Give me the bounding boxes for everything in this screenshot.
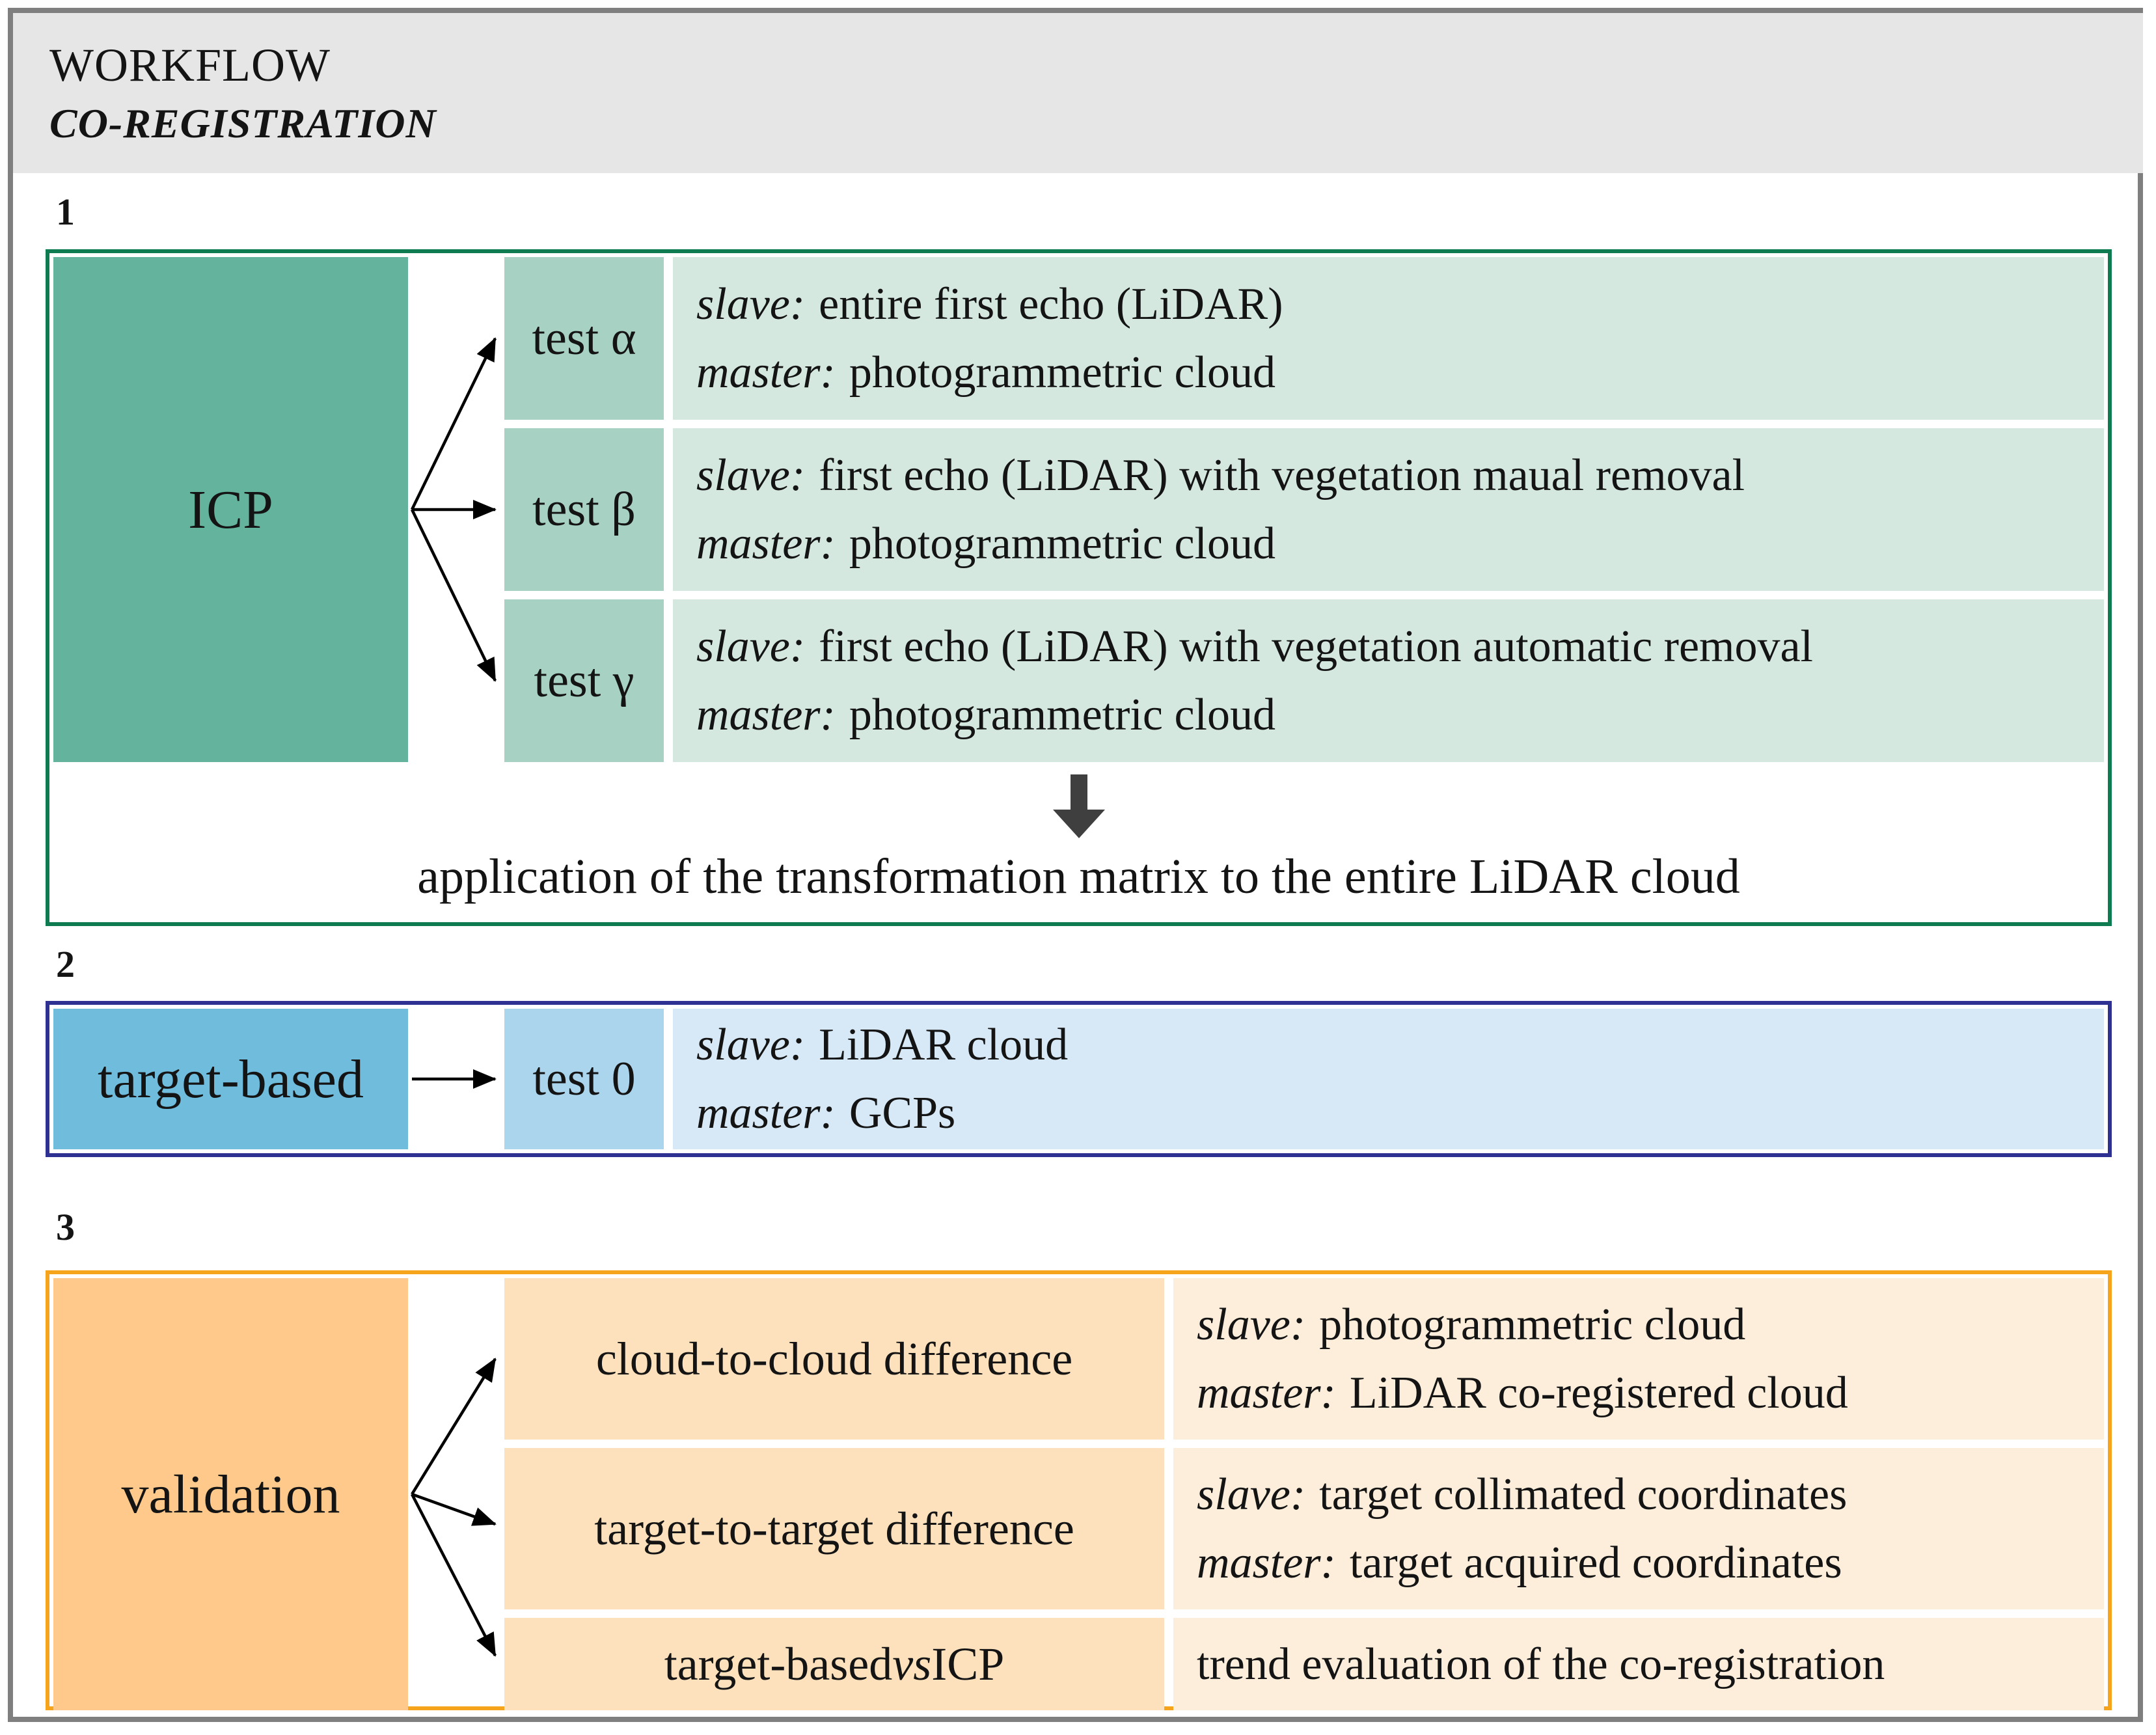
check-label-post: ICP: [931, 1637, 1005, 1690]
section3-grid: validation cloud-to-cloud difference tar…: [53, 1278, 2104, 1710]
master-value: photogrammetric cloud: [849, 519, 1276, 569]
slave-value: first echo (LiDAR) with vegetation maual…: [819, 450, 1745, 500]
master-value: LiDAR co-registered cloud: [1349, 1368, 1848, 1418]
master-line: master: LiDAR co-registered cloud: [1197, 1359, 2104, 1427]
slave-line: slave: first echo (LiDAR) with vegetation…: [696, 612, 2104, 681]
test-gamma-block: test γ: [504, 599, 664, 762]
section1-footer-caption: application of the transformation matrix…: [417, 849, 1740, 904]
slave-line: slave: target collimated coordinates: [1197, 1460, 2104, 1529]
slave-label: slave:: [1197, 1469, 1306, 1520]
page-subtitle: CO-REGISTRATION: [49, 100, 437, 146]
master-line: master: photogrammetric cloud: [696, 338, 2104, 407]
slave-label: slave:: [1197, 1300, 1306, 1350]
slave-line: slave: LiDAR cloud: [696, 1011, 2104, 1079]
section3-number: 3: [56, 1206, 75, 1248]
slave-label: slave:: [696, 279, 806, 329]
section2-arrow-icon: [408, 1009, 504, 1149]
section1-branch-arrows-icon: [408, 257, 504, 762]
result-line: trend evaluation of the co-registration: [1197, 1639, 1885, 1689]
master-value: photogrammetric cloud: [849, 690, 1276, 740]
slave-value: entire first echo (LiDAR): [819, 279, 1283, 329]
master-line: master: photogrammetric cloud: [696, 681, 2104, 749]
master-value: photogrammetric cloud: [849, 348, 1276, 398]
slave-line: slave: entire first echo (LiDAR): [696, 270, 2104, 338]
check-target-vs-icp-block: target-based vs ICP: [504, 1618, 1164, 1710]
slave-value: photogrammetric cloud: [1319, 1300, 1746, 1350]
master-label: master:: [696, 1088, 836, 1138]
section3-branch-arrows-icon: [408, 1278, 504, 1710]
master-value: GCPs: [849, 1088, 956, 1138]
check-target-to-target-block: target-to-target difference: [504, 1448, 1164, 1609]
section2-box: target-based test 0 slave: LiDAR cloud ma…: [46, 1001, 2112, 1157]
test-beta-block: test β: [504, 428, 664, 591]
slave-line: slave: photogrammetric cloud: [1197, 1291, 2104, 1359]
slave-label: slave:: [696, 1020, 806, 1070]
page-title: WORKFLOW: [49, 39, 331, 91]
header: WORKFLOW CO-REGISTRATION: [13, 13, 2143, 173]
check-cloud-to-cloud-block: cloud-to-cloud difference: [504, 1278, 1164, 1440]
section3-box: validation cloud-to-cloud difference tar…: [46, 1270, 2112, 1710]
section1-method-block: ICP: [53, 257, 408, 762]
master-label: master:: [696, 348, 836, 398]
section1-grid: ICP test α test β test γ slave: entire fi…: [53, 257, 2104, 762]
test-gamma-description: slave: first echo (LiDAR) with vegetation…: [673, 599, 2104, 762]
master-value: target acquired coordinates: [1349, 1538, 1842, 1588]
master-label: master:: [1197, 1538, 1336, 1588]
test-alpha-description: slave: entire first echo (LiDAR) master: p…: [673, 257, 2104, 420]
down-arrow-icon: [1052, 774, 1105, 838]
target-vs-icp-description: trend evaluation of the co-registration: [1173, 1618, 2104, 1710]
slave-label: slave:: [696, 622, 806, 672]
test-zero-block: test 0: [504, 1009, 664, 1149]
master-label: master:: [1197, 1368, 1336, 1418]
section1-footer: application of the transformation matrix…: [53, 762, 2104, 917]
slave-value: first echo (LiDAR) with vegetation autom…: [819, 622, 1814, 672]
slave-value: target collimated coordinates: [1319, 1469, 1848, 1520]
check-label-pre: target-based: [664, 1637, 893, 1690]
master-label: master:: [696, 519, 836, 569]
slave-label: slave:: [696, 450, 806, 500]
master-label: master:: [696, 690, 836, 740]
section1-box: ICP test α test β test γ slave: entire fi…: [46, 249, 2112, 926]
section3-method-block: validation: [53, 1278, 408, 1710]
test-zero-description: slave: LiDAR cloud master: GCPs: [673, 1009, 2104, 1149]
section2-method-block: target-based: [53, 1009, 408, 1149]
slave-line: slave: first echo (LiDAR) with vegetation…: [696, 441, 2104, 510]
slave-value: LiDAR cloud: [819, 1020, 1069, 1070]
section2-grid: target-based test 0 slave: LiDAR cloud ma…: [53, 1009, 2104, 1149]
cloud-to-cloud-description: slave: photogrammetric cloud master: LiDAR…: [1173, 1278, 2104, 1440]
test-alpha-block: test α: [504, 257, 664, 420]
section1-number: 1: [56, 191, 75, 233]
master-line: master: target acquired coordinates: [1197, 1529, 2104, 1597]
down-arrow-stem: [1070, 774, 1087, 810]
target-to-target-description: slave: target collimated coordinates mast…: [1173, 1448, 2104, 1609]
section2-number: 2: [56, 943, 75, 985]
test-beta-description: slave: first echo (LiDAR) with vegetation…: [673, 428, 2104, 591]
master-line: master: photogrammetric cloud: [696, 510, 2104, 578]
check-label-vs: vs: [892, 1637, 932, 1690]
down-arrow-head: [1052, 809, 1105, 838]
master-line: master: GCPs: [696, 1079, 2104, 1147]
